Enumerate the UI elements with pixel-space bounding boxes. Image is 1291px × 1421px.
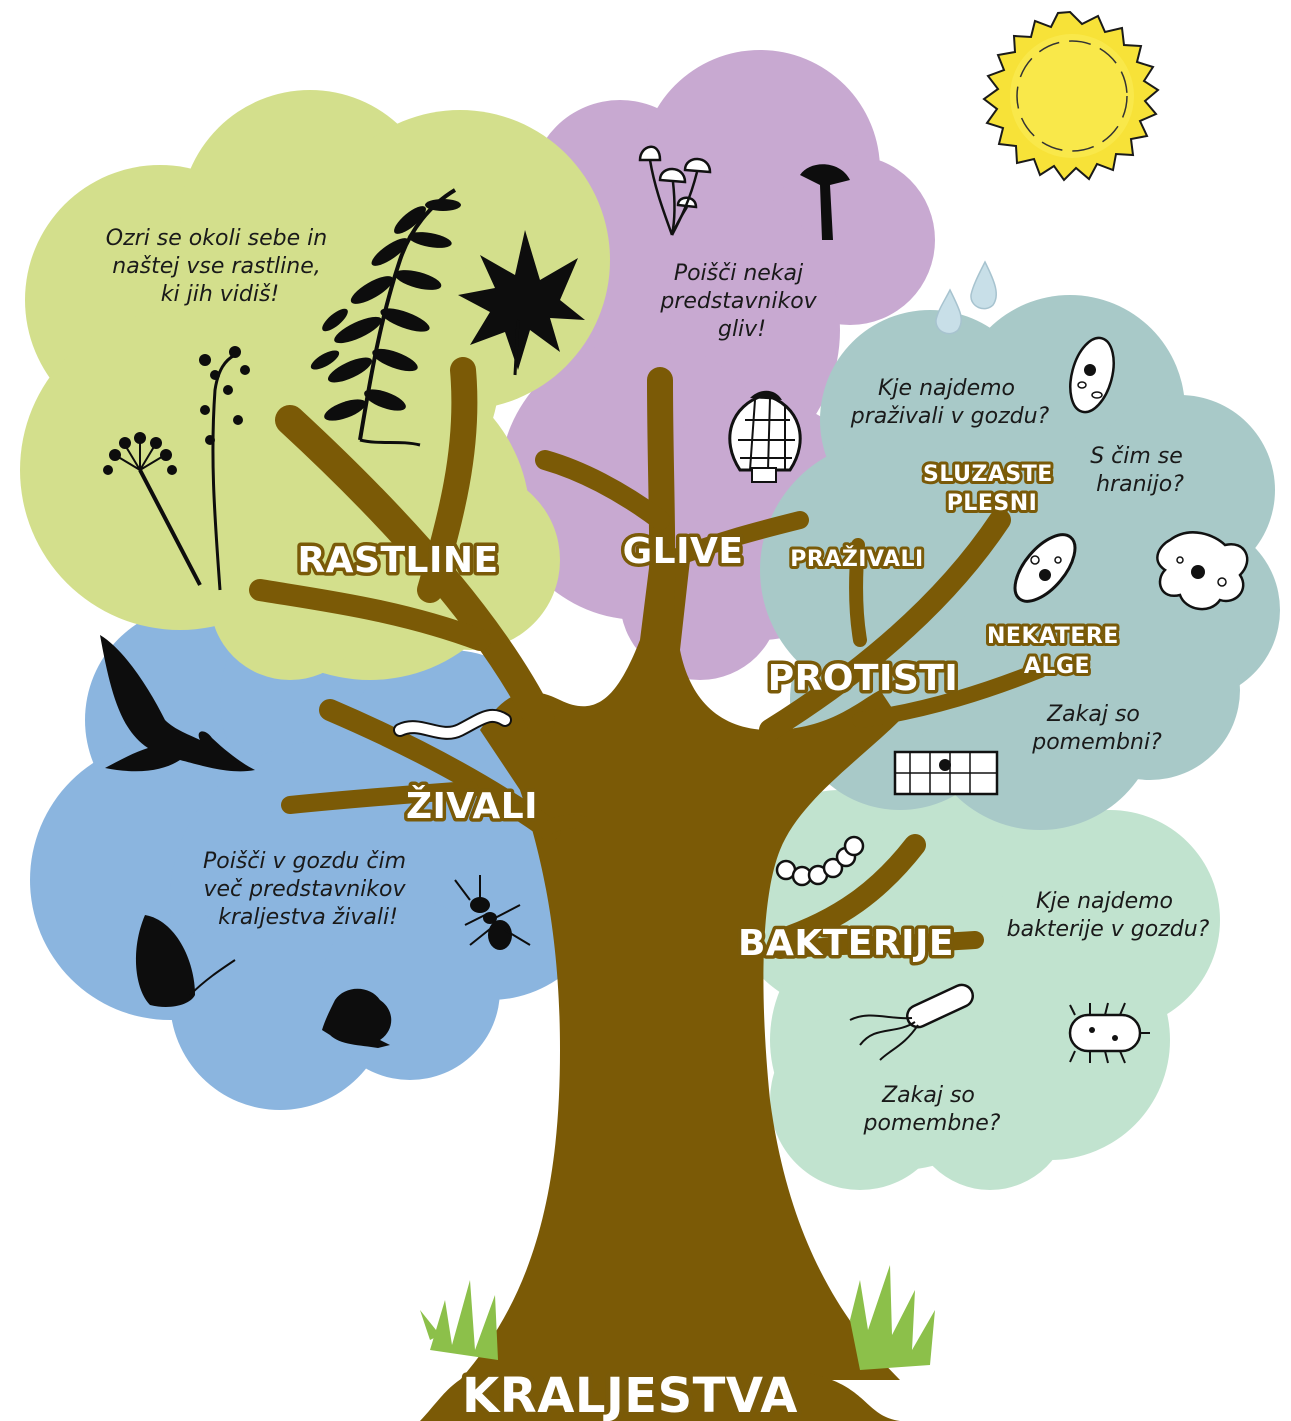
prompt-line: Zakaj so [1046,702,1140,727]
protists-prompt: Kje najdemo praživali v gozdu? [850,376,1050,429]
eagle-icon [100,635,255,772]
prompt-line: več predstavnikov [203,877,406,902]
prompt-line: naštej vse rastline, [112,254,320,279]
bacterium-icon [849,983,975,1061]
algae-cell-icon [893,750,999,796]
prompt-line: pomembne? [863,1111,1001,1136]
paramecium-icon [1013,533,1077,603]
butterfly-icon [135,915,236,1007]
sublabel-line: PLESNI [947,491,1038,516]
frog-icon [322,988,392,1048]
kingdom-label-bacteria: BAKTERIJE [738,923,954,964]
prompt-line: Poišči v gozdu čim [203,849,406,874]
protists-prompt: S čim se hranijo? [1090,444,1190,497]
prompt-line: ki jih vidiš! [161,282,280,307]
sublabel-slime-molds: SLUZASTE PLESNI [923,462,1061,516]
prompt-line: praživali v gozdu? [850,404,1050,429]
prompt-line: Zakaj so [881,1083,975,1108]
sublabel-some-algae: NEKATERE ALGE [987,624,1127,679]
animals-prompt: Poišči v gozdu čim več predstavnikov kra… [203,849,413,930]
bacterium-icon [1068,1002,1150,1064]
prompt-line: Poišči nekaj [674,261,804,286]
kingdom-label-plants: RASTLINE [297,540,498,581]
prompt-line: bakterije v gozdu? [1007,917,1210,942]
kingdom-label-animals: ŽIVALI [406,785,538,827]
prompt-line: kraljestva živali! [218,905,398,930]
sun-icon [982,10,1160,182]
protists-prompt: Zakaj so pomembni? [1031,702,1162,755]
bacterium-icon [775,835,865,887]
sublabel-line: NEKATERE [987,624,1119,649]
mushroom-icon [800,164,850,240]
prompt-line: predstavnikov [659,289,817,314]
prompt-line: hranijo? [1096,472,1184,497]
prompt-line: Kje najdemo [1036,889,1173,914]
paramecium-icon [1069,336,1115,414]
fungi-prompt: Poišči nekaj predstavnikov gliv! [659,261,823,342]
umbel-plant-icon [103,346,250,591]
kingdom-label-fungi: GLIVE [623,531,744,572]
sublabel-line: SLUZASTE [923,462,1053,487]
prompt-line: Kje najdemo [878,376,1015,401]
tree-trunk [249,357,1048,1421]
worm-icon [393,708,512,740]
leaf-icon [458,230,585,376]
grass-icon [420,1265,935,1370]
prompt-line: gliv! [718,317,766,342]
prompt-line: S čim se [1090,444,1183,469]
kingdom-label-protists: PROTISTI [768,658,959,699]
bacteria-prompt: Kje najdemo bakterije v gozdu? [1007,889,1210,942]
bacteria-prompt: Zakaj so pomembne? [863,1083,1001,1136]
ant-icon [454,875,531,950]
amoeba-icon [1156,531,1249,611]
root-label: KRALJESTVA [462,1368,798,1421]
water-drop-icon [935,260,997,335]
sublabel-line: ALGE [1024,654,1090,679]
plants-prompt: Ozri se okoli sebe in naštej vse rastlin… [106,226,334,307]
fern-icon [310,188,461,447]
mushroom-icon [638,145,712,236]
prompt-line: pomembni? [1031,730,1162,755]
prompt-line: Ozri se okoli sebe in [106,226,327,251]
sublabel-protozoa: PRAŽIVALI [790,546,924,572]
morel-icon [728,390,802,483]
